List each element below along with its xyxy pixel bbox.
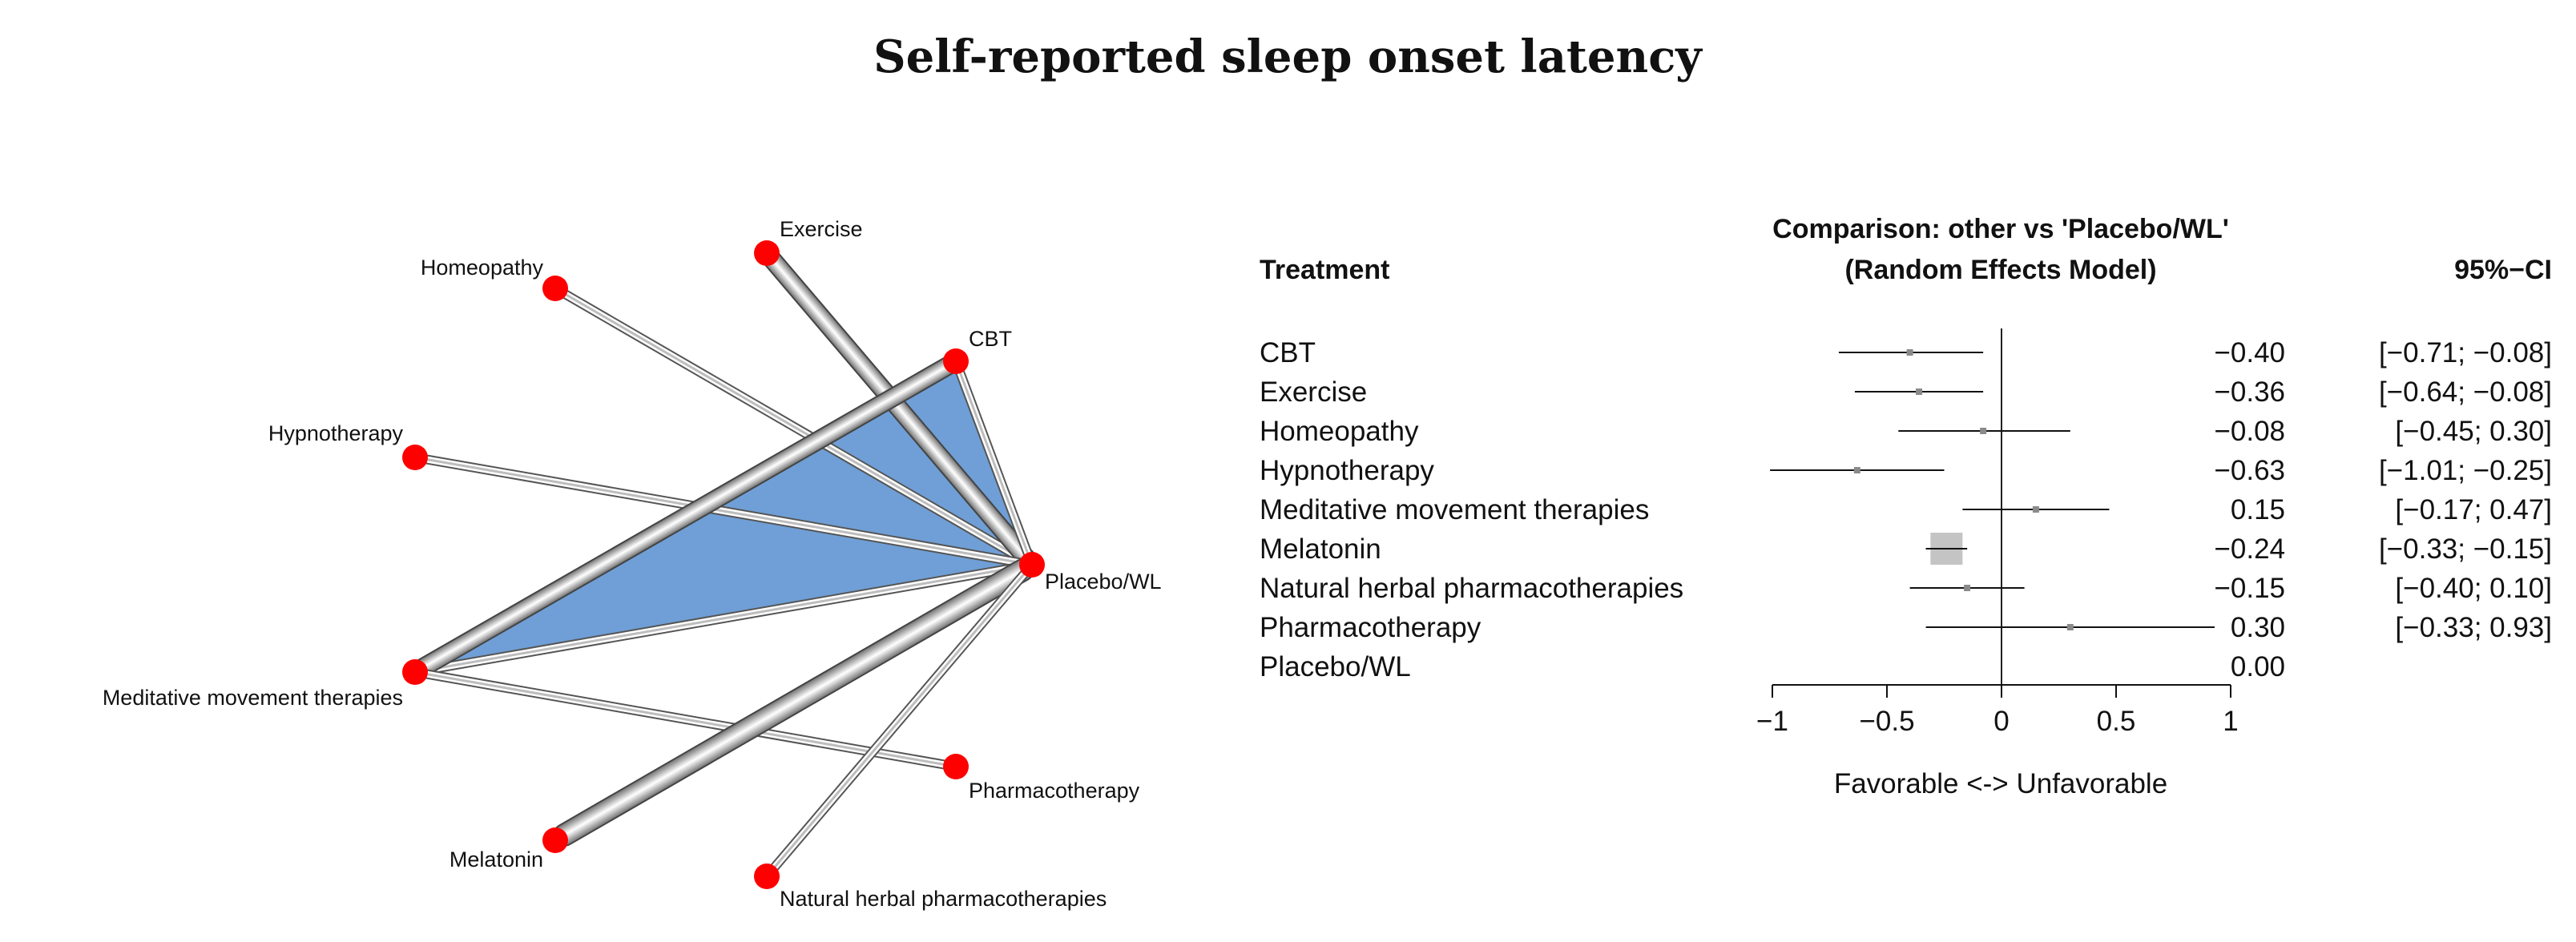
- forest-title: Comparison: other vs 'Placebo/WL': [1772, 214, 2229, 244]
- x-tick-label: 0.5: [2097, 706, 2136, 737]
- node-cbt: [943, 348, 969, 374]
- forest-row-hypnotherapy: Hypnotherapy −0.63 [−1.01; −0.25]: [1260, 455, 2552, 486]
- forest-subtitle: (Random Effects Model): [1844, 255, 2156, 285]
- forest-x-axis-label: Favorable <-> Unfavorable: [1834, 768, 2167, 799]
- estimate-value: −0.24: [2214, 533, 2285, 565]
- node-label-cbt: CBT: [969, 327, 1012, 351]
- x-tick-label: −1: [1756, 706, 1788, 737]
- node-label-exercise: Exercise: [780, 217, 863, 241]
- treatment-label: Homeopathy: [1260, 416, 1419, 447]
- treatment-label: Melatonin: [1260, 533, 1381, 565]
- node-label-melatonin: Melatonin: [449, 847, 543, 872]
- node-exercise: [754, 240, 780, 266]
- x-tick-label: −0.5: [1859, 706, 1914, 737]
- forest-row-homeopathy: Homeopathy −0.08 [−0.45; 0.30]: [1260, 416, 2552, 447]
- estimate-box: [2032, 506, 2039, 513]
- estimate-box: [1964, 585, 1971, 591]
- edge-natural-herbal-pharmacotherapies-placebo-wl: [762, 561, 1037, 880]
- node-label-homeopathy: Homeopathy: [421, 256, 544, 280]
- node-label-pharmacotherapy: Pharmacotherapy: [969, 779, 1140, 803]
- figure-title: Self-reported sleep onset latency: [873, 30, 1703, 83]
- forest-row-natural-herbal-pharmacotherapies: Natural herbal pharmacotherapies −0.15 [−0…: [1260, 573, 2552, 604]
- ci-value: [−0.45; 0.30]: [2395, 416, 2552, 447]
- estimate-box: [1906, 349, 1913, 356]
- node-homeopathy: [542, 276, 568, 301]
- estimate-value: −0.40: [2214, 337, 2285, 368]
- ci-column-header: 95%−CI: [2454, 255, 2552, 285]
- ci-value: [−0.64; −0.08]: [2379, 376, 2552, 408]
- forest-row-meditative-movement-therapies: Meditative movement therapies 0.15 [−0.17;…: [1260, 494, 2552, 525]
- node-label-placebo-wl: Placebo/WL: [1045, 570, 1162, 594]
- treatment-label: Hypnotherapy: [1260, 455, 1434, 486]
- network-edges: [413, 250, 1037, 880]
- ci-value: [−0.33; −0.15]: [2379, 533, 2552, 565]
- ci-value: [−0.40; 0.10]: [2395, 573, 2552, 604]
- node-melatonin: [542, 827, 568, 853]
- ci-value: [−0.33; 0.93]: [2395, 612, 2552, 643]
- forest-row-exercise: Exercise −0.36 [−0.64; −0.08]: [1260, 376, 2552, 408]
- ci-value: [−1.01; −0.25]: [2379, 455, 2552, 486]
- network-nodes: [402, 240, 1045, 889]
- forest-row-melatonin: Melatonin −0.24 [−0.33; −0.15]: [1260, 533, 2552, 565]
- estimate-box: [2066, 624, 2074, 630]
- forest-row-pharmacotherapy: Pharmacotherapy 0.30 [−0.33; 0.93]: [1260, 612, 2552, 643]
- forest-row-cbt: CBT −0.40 [−0.71; −0.08]: [1260, 337, 2552, 368]
- forest-row-placebo-wl: Placebo/WL 0.00: [1260, 651, 2285, 682]
- node-natural-herbal-pharmacotherapies: [754, 863, 780, 889]
- treatment-column-header: Treatment: [1260, 255, 1390, 285]
- ci-value: [−0.71; −0.08]: [2379, 337, 2552, 368]
- treatment-label: CBT: [1260, 337, 1316, 368]
- estimate-value: −0.08: [2214, 416, 2285, 447]
- estimate-value: 0.15: [2231, 494, 2285, 525]
- estimate-value: 0.00: [2231, 651, 2285, 682]
- forest-rows: CBT −0.40 [−0.71; −0.08] Exercise −0.36 [−0.6…: [1260, 328, 2552, 690]
- estimate-box: [1853, 467, 1860, 473]
- forest-plot: Comparison: other vs 'Placebo/WL' (Rando…: [1260, 214, 2552, 799]
- node-meditative-movement-therapies: [402, 659, 428, 685]
- node-pharmacotherapy: [943, 754, 969, 779]
- treatment-label: Natural herbal pharmacotherapies: [1260, 573, 1683, 604]
- estimate-value: −0.63: [2214, 455, 2285, 486]
- node-label-hypnotherapy: Hypnotherapy: [268, 421, 404, 445]
- treatment-label: Exercise: [1260, 376, 1367, 408]
- x-tick-label: 1: [2223, 706, 2238, 737]
- treatment-label: Pharmacotherapy: [1260, 612, 1482, 643]
- node-label-natural-herbal-pharmacotherapies: Natural herbal pharmacotherapies: [780, 887, 1107, 911]
- ci-value: [−0.17; 0.47]: [2395, 494, 2552, 525]
- estimate-box: [1916, 388, 1923, 395]
- estimate-box: [1980, 428, 1987, 434]
- estimate-value: 0.30: [2231, 612, 2285, 643]
- node-placebo-wl: [1019, 552, 1045, 578]
- treatment-label: Meditative movement therapies: [1260, 494, 1649, 525]
- node-label-meditative-movement-therapies: Meditative movement therapies: [103, 686, 403, 710]
- estimate-value: −0.15: [2214, 573, 2285, 604]
- x-tick-label: 0: [1993, 706, 2009, 737]
- estimate-value: −0.36: [2214, 376, 2285, 408]
- forest-x-axis: −1 −0.5 0 0.5 1: [1756, 684, 2239, 737]
- node-hypnotherapy: [402, 445, 428, 470]
- treatment-label: Placebo/WL: [1260, 651, 1411, 682]
